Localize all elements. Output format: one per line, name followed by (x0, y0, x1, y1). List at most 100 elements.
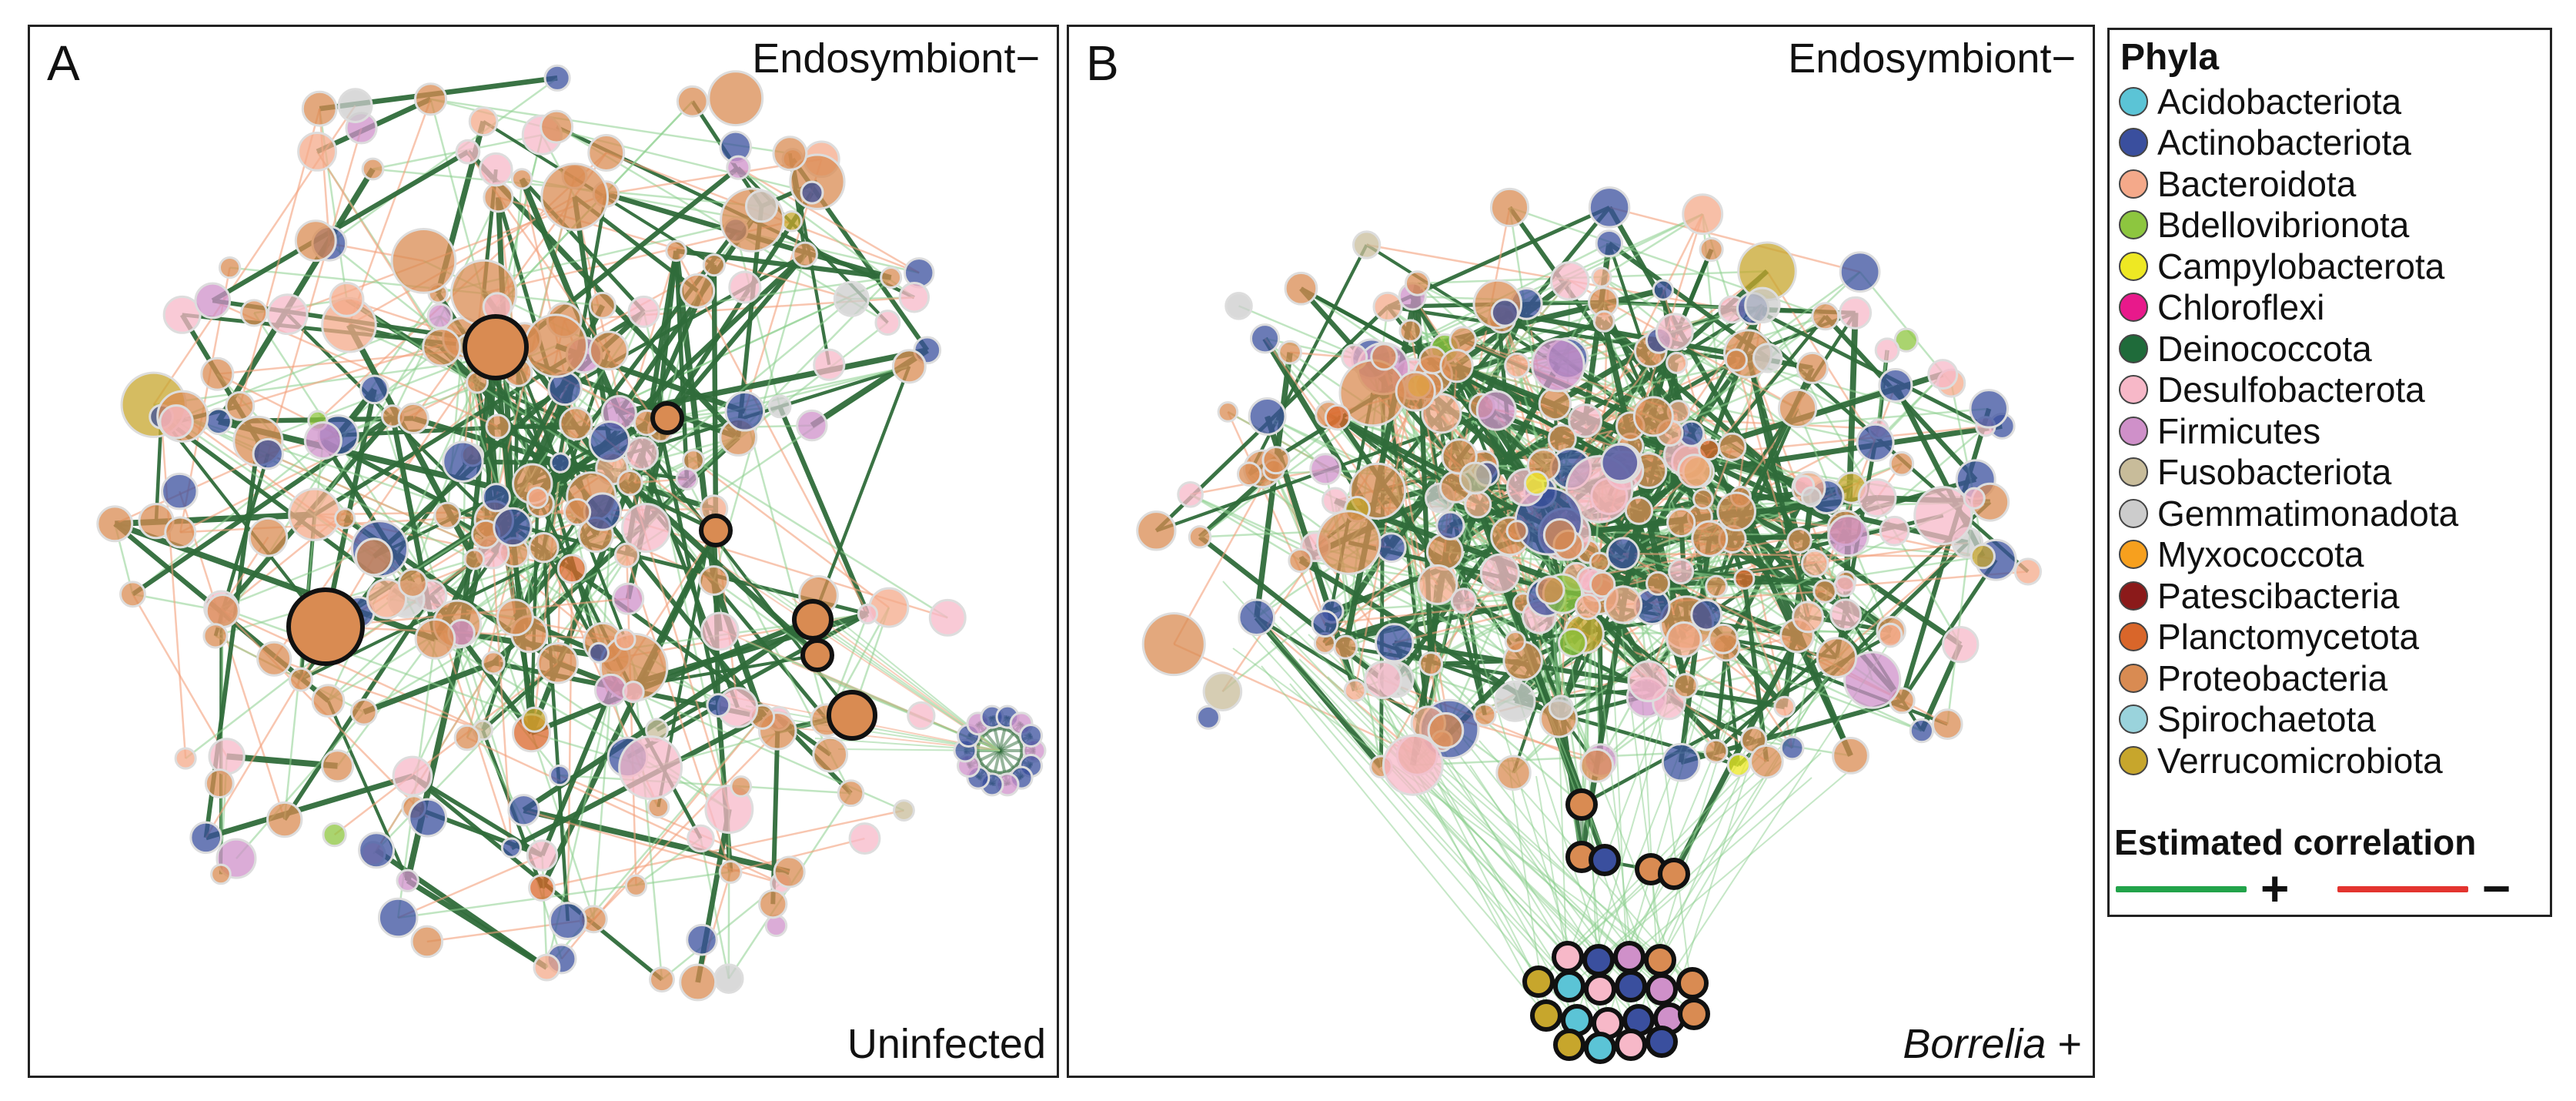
network-node (1589, 571, 1616, 598)
network-node (361, 157, 385, 181)
network-node (442, 440, 484, 483)
network-edge (1366, 243, 1732, 311)
network-node (1375, 532, 1407, 564)
network-node (1398, 319, 1422, 343)
network-node (1832, 736, 1869, 775)
highlighted-node (1584, 1032, 1616, 1064)
network-node (1942, 625, 1980, 664)
network-node (1600, 443, 1640, 483)
network-node (483, 182, 514, 213)
network-node (550, 452, 571, 474)
network-node (1450, 587, 1477, 614)
positive-correlation-line (2116, 886, 2247, 892)
network-node (1248, 397, 1287, 436)
network-node (621, 503, 671, 554)
network-node (1931, 708, 1963, 740)
network-node (540, 162, 610, 231)
network-node (266, 293, 309, 336)
legend-label: Fusobacteriota (2157, 452, 2392, 493)
network-node (1889, 450, 1915, 477)
network-node (1370, 343, 1398, 371)
network-node (210, 863, 232, 885)
network-node (563, 497, 592, 527)
network-node (1591, 266, 1612, 288)
network-node (1523, 470, 1549, 497)
network-node (686, 923, 718, 956)
network-node (1458, 461, 1492, 495)
network-node (676, 85, 709, 118)
network-node (507, 794, 540, 827)
network-node (543, 64, 571, 92)
network-edge (713, 579, 818, 657)
network-node (1813, 579, 1837, 604)
legend-item: Bacteroidota (2119, 163, 2458, 205)
network-edge (1567, 688, 1670, 958)
network-node (359, 374, 389, 405)
network-node (1364, 661, 1403, 700)
network-edge (542, 547, 570, 922)
network-edge (159, 415, 327, 628)
network-node (1652, 279, 1674, 301)
network-edge (711, 265, 719, 531)
network-edge (560, 774, 851, 795)
network-node (1535, 575, 1565, 605)
network-node (1603, 585, 1643, 624)
network-edge (211, 149, 469, 303)
network-node (1372, 291, 1403, 322)
highlighted-node (1615, 970, 1647, 1002)
network-node (1645, 571, 1671, 596)
network-node (1249, 323, 1281, 354)
network-node (1261, 446, 1291, 475)
network-node (675, 467, 699, 491)
network-edge (316, 151, 443, 348)
network-node (1857, 478, 1897, 518)
network-node (1421, 393, 1462, 434)
panel-a-bottom-label: Uninfected (847, 1021, 1046, 1067)
network-node (1531, 338, 1585, 393)
network-node (289, 667, 313, 692)
network-node (1177, 480, 1204, 508)
network-edge (348, 99, 432, 326)
network-node (485, 413, 511, 440)
network-node (1716, 491, 1756, 532)
network-node (1196, 704, 1221, 730)
network-edge (1248, 244, 1368, 475)
network-edge (673, 250, 690, 480)
network-node (1724, 348, 1748, 372)
legend-swatch (2119, 704, 2148, 735)
network-edge (466, 736, 781, 885)
network-edge (346, 298, 631, 484)
network-node (891, 349, 927, 384)
network-node (321, 749, 355, 783)
network-node (874, 310, 901, 336)
network-edge (406, 878, 549, 970)
legend-swatch (2119, 86, 2148, 116)
network-node (1588, 186, 1631, 229)
network-node (225, 390, 256, 421)
network-node (204, 768, 235, 799)
network-node (528, 532, 560, 564)
network-node (414, 618, 456, 660)
network-edge (533, 462, 562, 720)
network-node (559, 407, 593, 441)
network-node (1475, 390, 1517, 431)
highlighted-node (286, 587, 365, 666)
network-node (772, 136, 808, 172)
network-edge (1365, 669, 1570, 987)
network-node (453, 724, 481, 751)
network-node (780, 210, 803, 233)
network-edge (1232, 648, 1693, 984)
network-node (1877, 622, 1903, 648)
network-node (1668, 558, 1695, 585)
network-node (928, 598, 967, 637)
network-node (1909, 718, 1934, 744)
network-node (1786, 527, 1813, 554)
network-node (1343, 678, 1367, 702)
legend-swatch (2119, 210, 2148, 240)
network-node (857, 603, 879, 624)
legend-item: Myxococcota (2119, 534, 2458, 576)
network-node (297, 131, 337, 172)
legend-label: Gemmatimonadota (2157, 493, 2459, 534)
network-node (1843, 651, 1902, 709)
